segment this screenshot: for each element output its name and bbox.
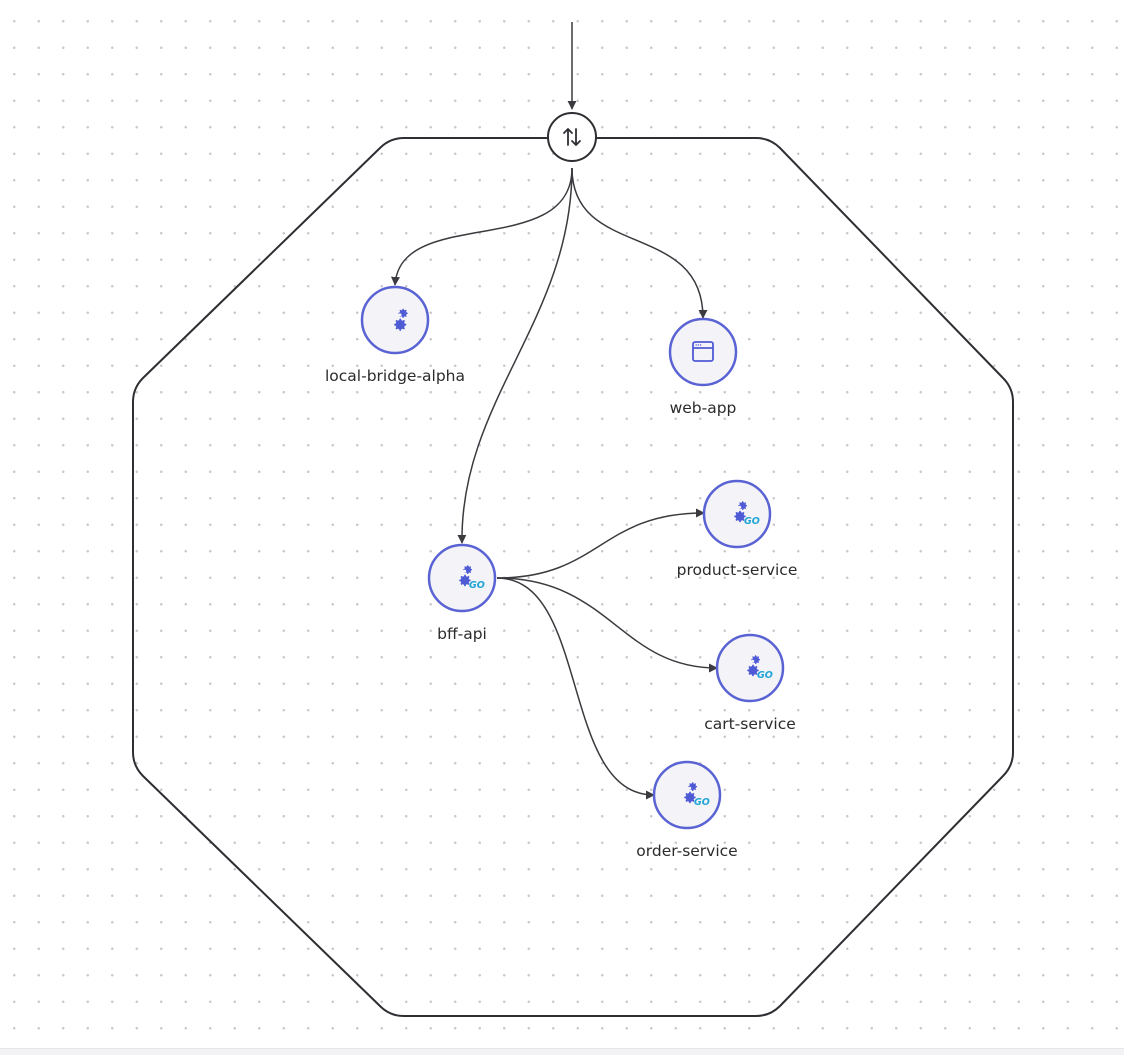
browser-window-icon <box>692 341 714 362</box>
edge-bff-api-cart-service <box>496 577 718 673</box>
node-local-bridge-alpha[interactable] <box>360 285 430 355</box>
bottom-edge-strip <box>0 1048 1124 1055</box>
edge-bff-api-product-service <box>496 508 705 579</box>
go-badge: GO <box>757 670 773 681</box>
edge-entry-local-bridge-alpha <box>391 167 573 286</box>
go-badge: GO <box>694 797 710 808</box>
node-cart-service[interactable]: GO <box>715 633 785 703</box>
node-label-order-service: order-service <box>636 842 737 860</box>
node-label-bff-api: bff-api <box>437 625 487 643</box>
edge-bff-api-order-service <box>496 577 655 800</box>
go-badge: GO <box>744 516 760 527</box>
edge-entry-bff-api <box>457 167 573 544</box>
node-order-service[interactable]: GO <box>652 760 722 830</box>
node-label-web-app: web-app <box>670 399 737 417</box>
go-badge: GO <box>469 580 485 591</box>
arrows-up-down-icon <box>563 128 581 146</box>
node-web-app[interactable] <box>668 317 738 387</box>
node-product-service[interactable]: GO <box>702 479 772 549</box>
edge-entry-web-app <box>571 167 708 319</box>
cluster-boundary <box>132 137 1014 1017</box>
node-bff-api[interactable]: GO <box>427 543 497 613</box>
node-label-cart-service: cart-service <box>704 715 796 733</box>
node-label-local-bridge-alpha: local-bridge-alpha <box>325 367 465 385</box>
entry-node[interactable] <box>547 112 597 162</box>
node-label-product-service: product-service <box>677 561 798 579</box>
